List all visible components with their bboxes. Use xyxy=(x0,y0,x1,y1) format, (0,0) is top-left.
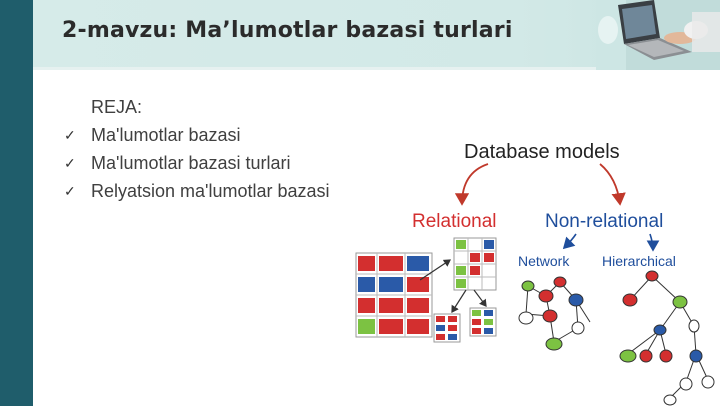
plan-item-label: Ma'lumotlar bazasi turlari xyxy=(91,153,291,173)
laptop-photo xyxy=(596,0,720,70)
relational-label: Relational xyxy=(412,211,497,232)
relational-table-icon xyxy=(355,252,433,338)
plan-item: ✓ Ma'lumotlar bazasi xyxy=(62,121,330,149)
check-icon: ✓ xyxy=(64,183,76,199)
plan-list: REJA: ✓ Ma'lumotlar bazasi ✓ Ma'lumotlar b… xyxy=(62,93,330,205)
relational-small-table-2 xyxy=(469,307,497,337)
plan-item: ✓ Ma'lumotlar bazasi turlari xyxy=(62,149,330,177)
slide-title: 2-mavzu: Ma’lumotlar bazasi turlari xyxy=(62,18,513,43)
hierarchical-tree xyxy=(619,270,715,406)
network-graph xyxy=(518,276,591,351)
relational-arrow xyxy=(419,259,451,281)
plan-item-label: Relyatsion ma'lumotlar bazasi xyxy=(91,181,330,201)
database-models-diagram: Database models Relational Non-relationa… xyxy=(355,141,715,406)
non-relational-label: Non-relational xyxy=(545,211,663,232)
diagram-title: Database models xyxy=(464,141,620,163)
relational-small-table-1 xyxy=(433,313,461,343)
network-label: Network xyxy=(518,253,570,269)
subtable-arrow-right xyxy=(473,289,487,307)
arrow-to-hierarchical xyxy=(646,233,660,252)
plan-item: ✓ Relyatsion ma'lumotlar bazasi xyxy=(62,177,330,205)
hierarchical-label: Hierarchical xyxy=(602,253,676,269)
subtable-arrow-left xyxy=(451,289,467,314)
plan-heading: REJA: xyxy=(91,97,143,117)
arrow-to-non-relational xyxy=(599,163,626,206)
plan-item-label: Ma'lumotlar bazasi xyxy=(91,125,241,145)
arrow-to-relational xyxy=(454,163,489,206)
arrow-to-network xyxy=(562,233,577,250)
left-accent-bar xyxy=(0,0,33,406)
check-icon: ✓ xyxy=(64,127,76,143)
check-icon: ✓ xyxy=(64,155,76,171)
relational-subtable-icon xyxy=(453,237,497,291)
